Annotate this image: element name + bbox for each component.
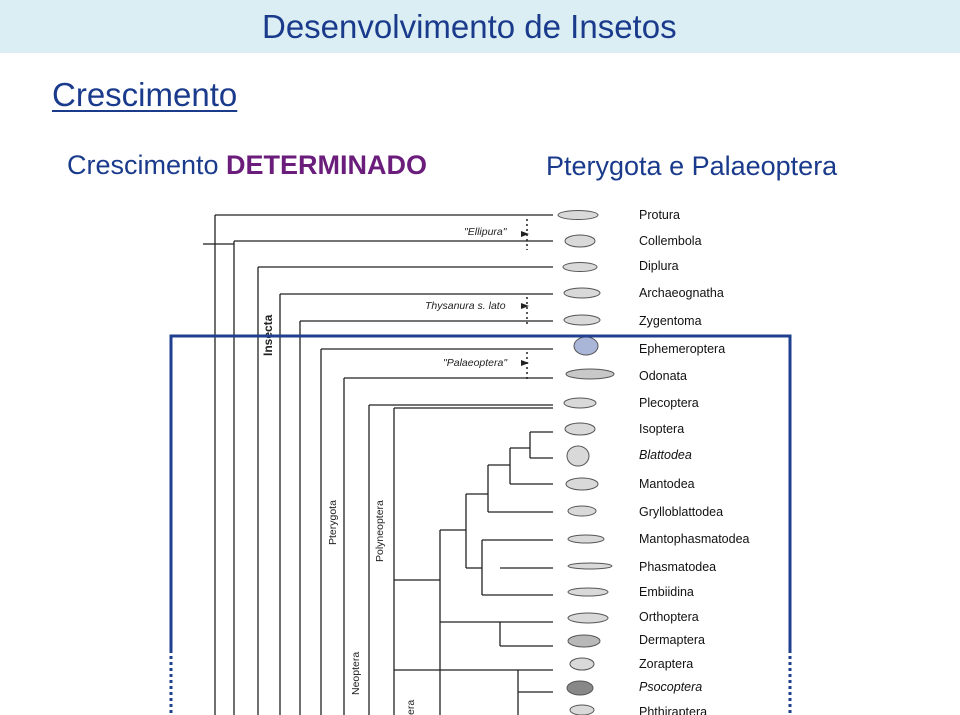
insect-icon bbox=[565, 368, 615, 380]
section-heading: Crescimento bbox=[52, 76, 238, 113]
taxon-label: Mantophasmatodea bbox=[639, 532, 750, 546]
taxon-label: Orthoptera bbox=[639, 610, 699, 624]
highlight-frame bbox=[169, 334, 792, 650]
subtitle-prefix: Crescimento bbox=[67, 150, 227, 180]
group-label-ellipura: "Ellipura" bbox=[464, 226, 508, 238]
insect-icon bbox=[564, 234, 596, 248]
taxon-label: Dermaptera bbox=[639, 633, 705, 647]
insect-icon bbox=[564, 422, 596, 436]
taxon-label: Plecoptera bbox=[639, 396, 699, 410]
taxon-label: Collembola bbox=[639, 234, 702, 248]
insect-icon bbox=[566, 445, 590, 467]
taxon-label: Phasmatodea bbox=[639, 560, 716, 574]
insect-icon bbox=[557, 210, 599, 220]
taxon-label: Archaeognatha bbox=[639, 286, 724, 300]
insect-icon bbox=[563, 287, 601, 299]
taxon-label: Grylloblattodea bbox=[639, 505, 723, 519]
taxon-labels: Protura Collembola Diplura Archaeognatha… bbox=[639, 208, 750, 715]
insect-icon bbox=[569, 704, 595, 715]
insect-icon bbox=[567, 562, 613, 570]
group-label-palaeoptera: "Palaeoptera" bbox=[443, 357, 508, 369]
insect-icon bbox=[563, 314, 601, 326]
taxon-label: Phthiraptera bbox=[639, 705, 707, 715]
clade-label-polyneoptera: Polyneoptera bbox=[374, 500, 386, 562]
taxon-label: Mantodea bbox=[639, 477, 695, 491]
clade-label-neoptera: Neoptera bbox=[350, 652, 362, 695]
insect-icon bbox=[573, 336, 599, 356]
taxon-label: Embiidina bbox=[639, 585, 694, 599]
insect-icon bbox=[562, 262, 598, 272]
taxon-label: Protura bbox=[639, 208, 680, 222]
clade-label-truncated: era bbox=[405, 700, 417, 715]
taxon-label: Isoptera bbox=[639, 422, 684, 436]
taxon-label: Zoraptera bbox=[639, 657, 693, 671]
insect-icon bbox=[567, 505, 597, 517]
insect-icon bbox=[567, 534, 605, 544]
slide-title: Desenvolvimento de Insetos bbox=[262, 8, 677, 45]
taxon-label: Blattodea bbox=[639, 448, 692, 462]
insect-icon bbox=[566, 680, 594, 696]
clade-label-pterygota: Pterygota bbox=[327, 500, 339, 545]
title-band bbox=[0, 0, 960, 53]
subtitle: Crescimento DETERMINADO bbox=[67, 150, 427, 181]
tree-branches bbox=[203, 214, 553, 715]
group-arrows bbox=[521, 231, 529, 366]
insect-icon bbox=[569, 657, 595, 671]
subtitle-emphasis: DETERMINADO bbox=[226, 150, 428, 180]
taxon-label: Ephemeroptera bbox=[639, 342, 725, 356]
insect-illustrations bbox=[557, 210, 615, 715]
taxon-label: Odonata bbox=[639, 369, 687, 383]
taxon-label: Diplura bbox=[639, 259, 679, 273]
insect-icon bbox=[563, 397, 597, 409]
insect-icon bbox=[565, 477, 599, 491]
taxon-label: Zygentoma bbox=[639, 314, 702, 328]
highlight-frame-dotted bbox=[169, 650, 792, 715]
insect-icon bbox=[567, 587, 609, 597]
insect-icon bbox=[567, 612, 609, 624]
group-label-thysanura: Thysanura s. lato bbox=[425, 300, 506, 312]
insect-icon bbox=[567, 634, 601, 648]
right-title: Pterygota e Palaeoptera bbox=[546, 151, 838, 181]
taxon-label: Psocoptera bbox=[639, 680, 702, 694]
